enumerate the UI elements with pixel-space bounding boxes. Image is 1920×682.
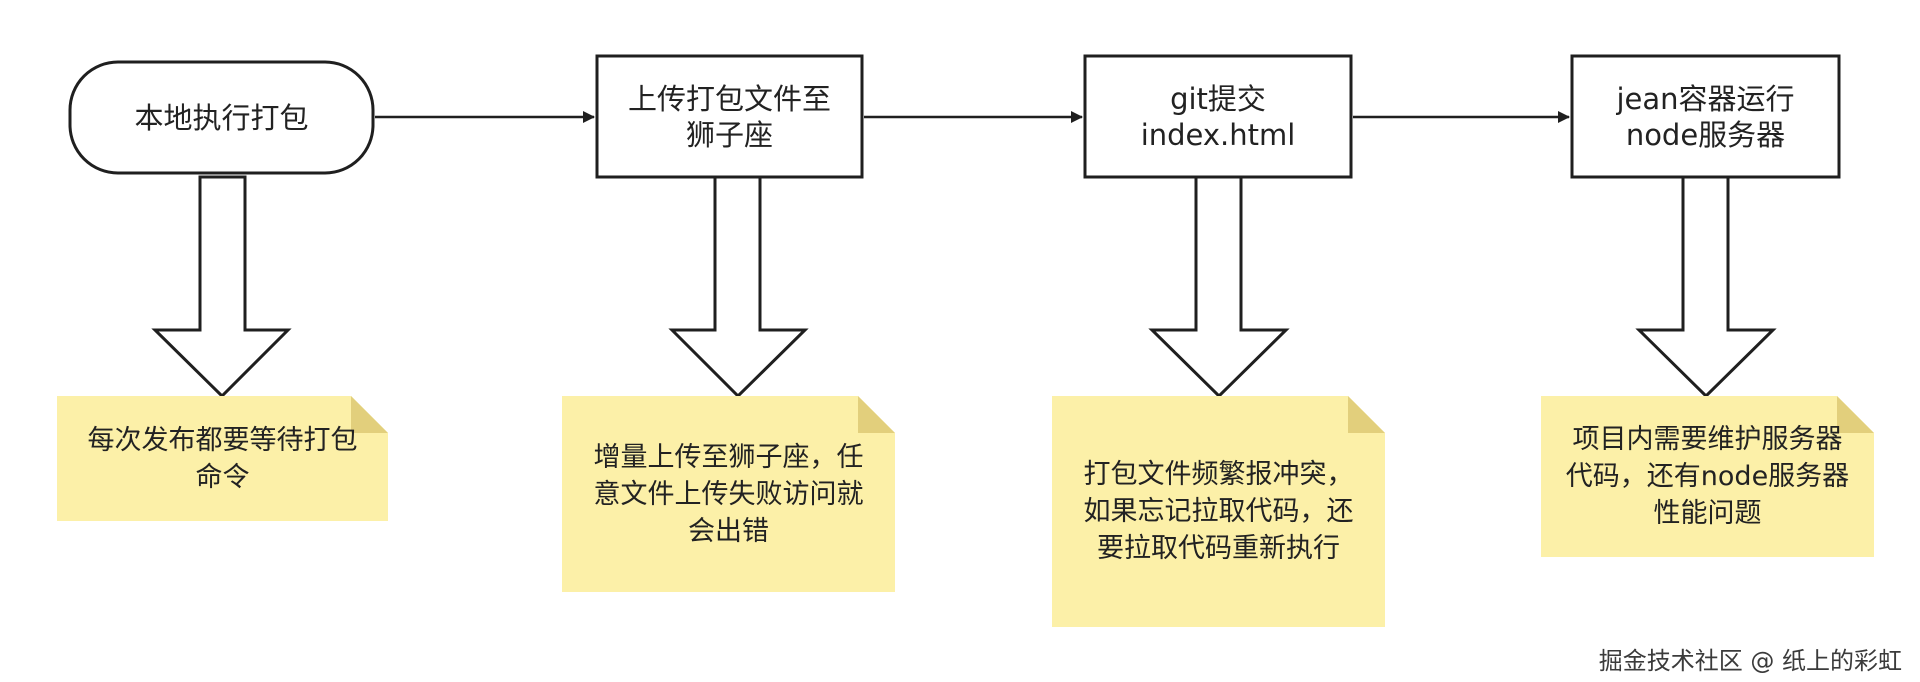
step-1-label: 本地执行打包 bbox=[70, 62, 373, 173]
step-4-label: jean容器运行 node服务器 bbox=[1572, 56, 1839, 177]
note-3-text: 打包文件频繁报冲突，如果忘记拉取代码，还要拉取代码重新执行 bbox=[1083, 459, 1354, 564]
step-3-label: git提交 index.html bbox=[1085, 56, 1351, 177]
note-1-sheet bbox=[57, 396, 388, 521]
note-3-fold bbox=[1348, 396, 1385, 433]
step-4-line-1: jean容器运行 bbox=[1616, 81, 1795, 116]
note-4-text: 项目内需要维护服务器代码，还有node服务器性能问题 bbox=[1565, 424, 1850, 529]
step-2-line-2: 狮子座 bbox=[685, 117, 773, 152]
block-arrow-1 bbox=[151, 175, 292, 399]
step-4-line-2: node服务器 bbox=[1625, 117, 1786, 152]
note-3-sheet bbox=[1052, 396, 1385, 627]
step-1-line-1: 本地执行打包 bbox=[134, 100, 309, 135]
step-2-label: 上传打包文件至 狮子座 bbox=[597, 56, 862, 177]
step-3-line-2: index.html bbox=[1140, 117, 1296, 152]
note-1-text: 每次发布都要等待打包命令 bbox=[87, 424, 358, 493]
step-3-line-1: git提交 bbox=[1170, 81, 1266, 116]
step-2-box bbox=[595, 54, 864, 179]
note-1-fold bbox=[351, 396, 388, 433]
step-3-box bbox=[1083, 54, 1353, 179]
step-1-box bbox=[68, 60, 375, 175]
block-arrow-4 bbox=[1635, 175, 1777, 399]
note-2-sheet bbox=[562, 396, 895, 592]
note-2-text: 增量上传至狮子座，任意文件上传失败访问就会出错 bbox=[593, 441, 864, 547]
note-4-sheet bbox=[1541, 396, 1874, 557]
note-2-fold bbox=[858, 396, 895, 433]
block-arrow-3 bbox=[1148, 175, 1290, 399]
block-arrow-2 bbox=[668, 175, 809, 399]
note-4-fold bbox=[1837, 396, 1874, 433]
watermark-text: 掘金技术社区 @ 纸上的彩虹 bbox=[1598, 647, 1902, 675]
step-2-line-1: 上传打包文件至 bbox=[627, 81, 831, 116]
step-4-box bbox=[1570, 54, 1841, 179]
